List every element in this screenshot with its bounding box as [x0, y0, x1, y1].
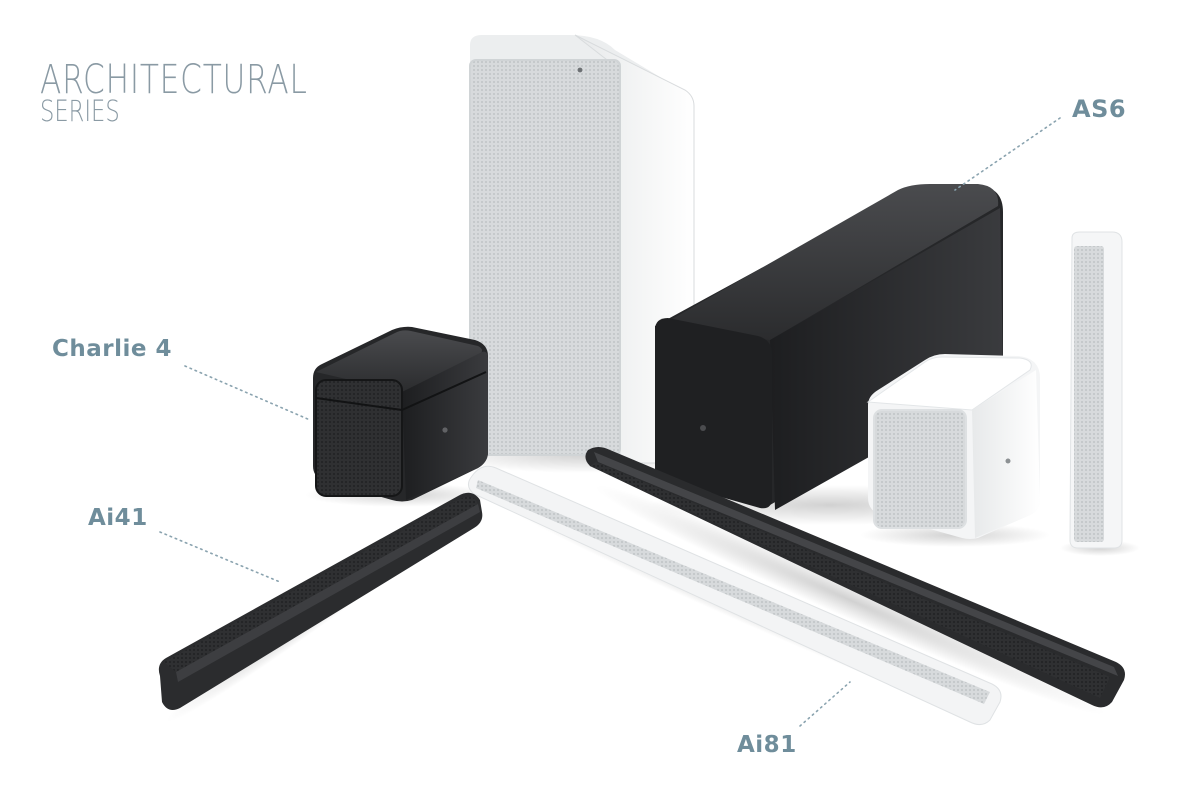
charlie4-leader-line: [184, 365, 311, 421]
white-cube-speaker: [860, 354, 1050, 547]
ai41-leader-line: [159, 531, 281, 583]
column-white-speaker: [1060, 231, 1140, 556]
label-charlie4: Charlie 4: [52, 336, 172, 362]
label-ai41: Ai41: [88, 505, 148, 531]
ai81-leader-line: [799, 681, 851, 727]
series-logo-line2: SERIES: [40, 94, 120, 128]
long-black-bar-speaker: [585, 447, 1125, 716]
as6-leader-line: [954, 117, 1061, 191]
ai41-black-bar-speaker: [158, 492, 483, 723]
label-leader-lines: [159, 117, 1061, 727]
series-logo-line1: ARCHITECTURAL: [40, 57, 308, 103]
label-ai81: Ai81: [737, 732, 797, 758]
label-as6: AS6: [1072, 95, 1127, 123]
charlie4-black-cube: [305, 326, 495, 507]
ai81-white-bar-speaker: [468, 465, 1002, 726]
series-logo: ARCHITECTURAL SERIES: [40, 60, 383, 126]
